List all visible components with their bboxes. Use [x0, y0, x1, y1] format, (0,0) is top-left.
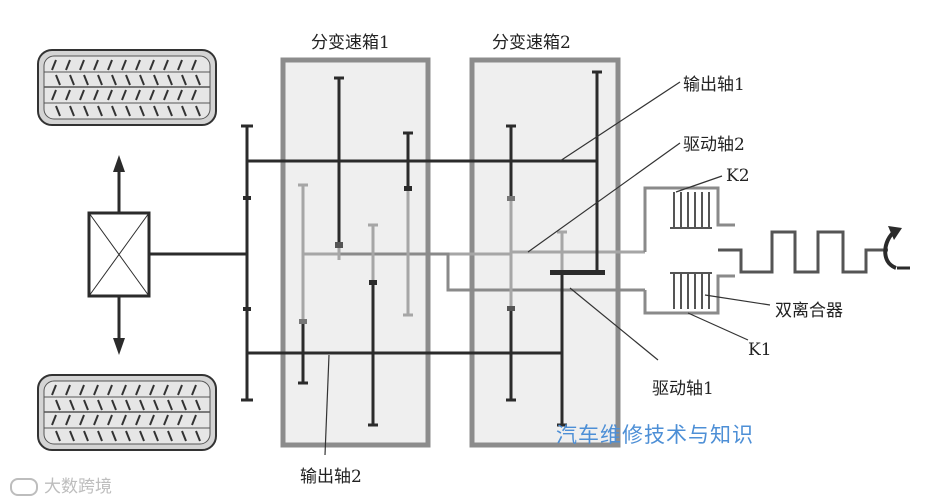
gearbox1-gears	[298, 76, 413, 427]
output-shaft2-label: 输出轴2	[300, 467, 362, 487]
gearbox2-gears	[506, 70, 605, 427]
watermark-grey: 大数跨境	[10, 472, 112, 497]
k1-label: K1	[748, 340, 772, 360]
watermark-blue: 汽车维修技术与知识	[556, 423, 754, 447]
k2-label: K2	[726, 166, 750, 186]
dual-clutch-label: 双离合器	[775, 301, 843, 321]
gearbox2-label: 分变速箱2	[492, 33, 571, 53]
dual-clutch-icon	[643, 186, 888, 315]
front-tire-icon	[37, 49, 217, 126]
final-drive-gear	[241, 124, 253, 402]
watermark-grey-text: 大数跨境	[44, 477, 112, 497]
drive-shaft2-label: 驱动轴2	[683, 135, 745, 155]
gearbox1-label: 分变速箱1	[311, 33, 390, 53]
leader-lines	[324, 81, 771, 456]
rotation-arrow-icon	[883, 226, 910, 270]
rear-tire-icon	[37, 374, 217, 451]
drive-shaft1-label: 驱动轴1	[652, 379, 714, 399]
drive-shaft1	[339, 252, 645, 292]
watermark-logo-icon	[10, 478, 38, 496]
output-shaft1-label: 输出轴1	[683, 75, 745, 95]
differential-icon	[87, 155, 247, 355]
